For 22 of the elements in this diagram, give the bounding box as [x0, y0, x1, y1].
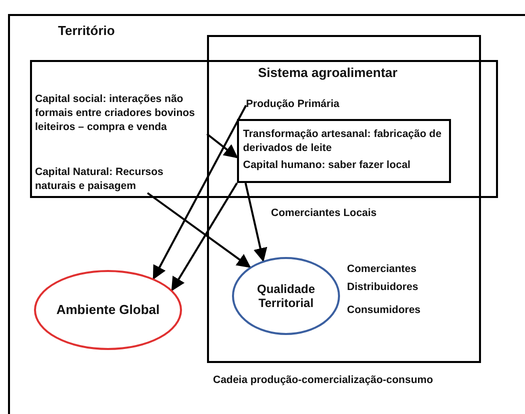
arrow	[171, 182, 238, 292]
arrow	[206, 133, 238, 158]
side-label: Consumidores	[347, 303, 421, 317]
side-label: Distribuidores	[347, 280, 418, 294]
process-box	[237, 119, 451, 183]
side-label: Sistema agroalimentar	[258, 66, 398, 80]
arrow	[152, 104, 247, 280]
side-label: Comerciantes	[347, 262, 416, 276]
arrow	[146, 192, 251, 268]
node-text: Capital Natural: Recursos naturais e paisagem	[35, 165, 164, 193]
ellipse-node	[232, 257, 340, 335]
box-text: Capital humano: saber fazer local	[243, 158, 412, 172]
region-heading: Território	[58, 24, 115, 38]
ellipse-node	[34, 270, 182, 350]
box-text: Transformação artesanal: fabricação de derivados de leite	[243, 127, 442, 155]
ellipse-label: Ambiente Global	[56, 303, 160, 317]
box-caption: Cadeia produção-comercialização-consumo	[213, 373, 433, 387]
node-text: Capital social: interações não formais entre criadores bovinos leiteiros – compra e venda	[35, 92, 196, 134]
side-label: Comerciantes Locais	[271, 206, 377, 220]
node-text: Produção Primária	[246, 97, 340, 111]
ellipse-label: Qualidade Territorial	[256, 282, 316, 310]
arrow	[244, 182, 268, 262]
